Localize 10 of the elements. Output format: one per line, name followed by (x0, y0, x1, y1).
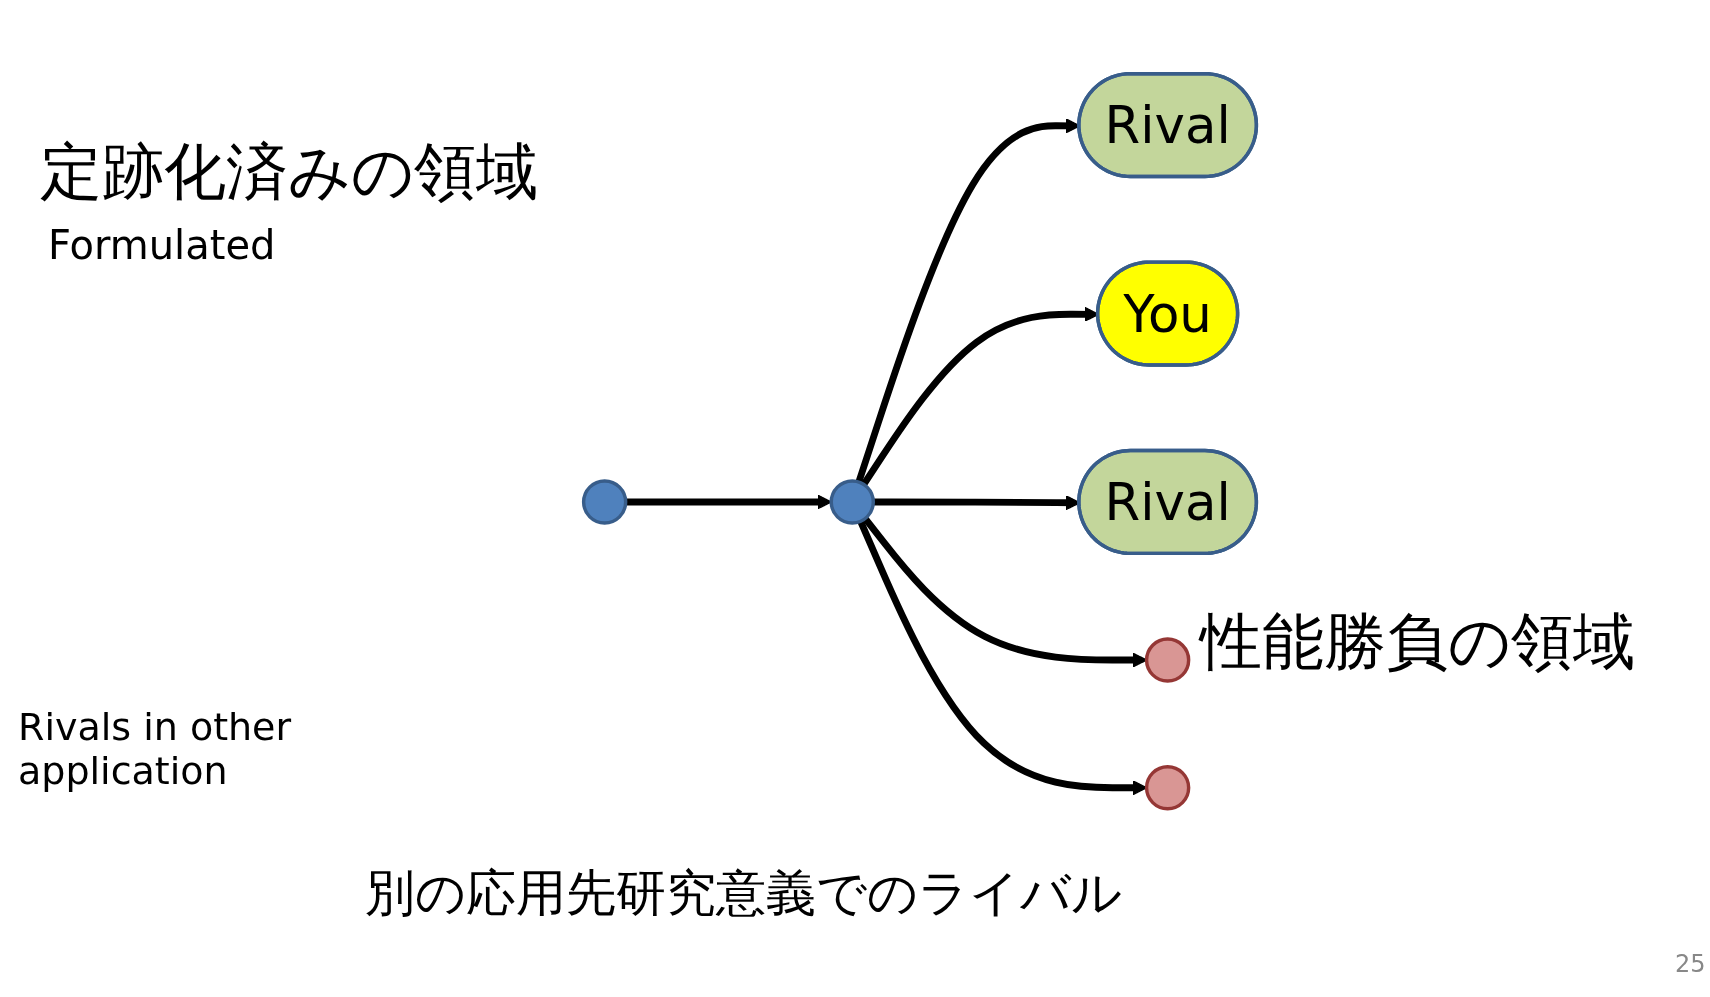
note-text: Rivals in other application (18, 705, 293, 793)
region-heading: 性能勝負の領域 (1200, 604, 1635, 680)
node-circle (581, 479, 628, 525)
node-circle (1144, 765, 1191, 811)
region-heading: 別の応用先研究意義でのライバル (365, 863, 1122, 924)
region-heading: 定跡化済みの領域 (40, 134, 538, 210)
node-circle (829, 479, 875, 525)
node-circle (1144, 637, 1191, 683)
page-number: 25 (1675, 950, 1706, 978)
region-subheading: Formulated (48, 222, 276, 268)
